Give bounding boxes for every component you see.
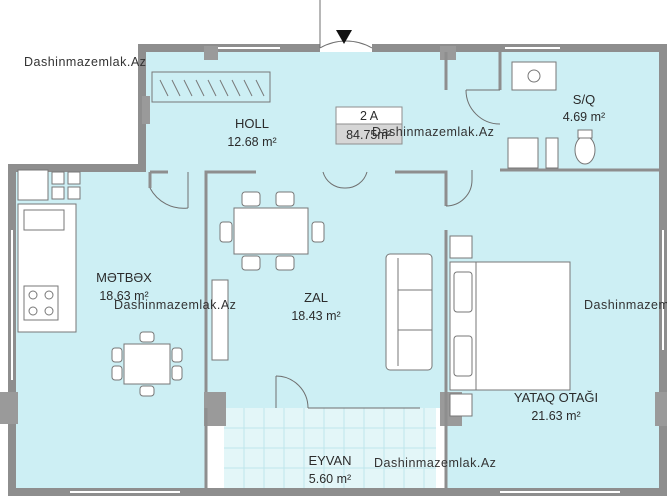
dining-table-icon: [233, 207, 309, 255]
room-area-eyvan: 5.60 m²: [309, 472, 351, 486]
stove-icon: [23, 285, 59, 321]
room-labels: HOLL 12.68 m² S/Q 4.69 m² MƏTBƏX 18.63 m…: [96, 92, 605, 486]
doors: [149, 0, 501, 409]
bedroom-fixtures: [449, 235, 571, 417]
apartment-total-area: 84.75m²: [346, 128, 392, 142]
nightstand-icon: [449, 393, 473, 417]
watermark-text: Dashinmazemlak.Az: [374, 456, 496, 470]
room-area-yataq: 21.63 m²: [531, 409, 580, 423]
windows: [11, 47, 664, 493]
wardrobe-icon: [151, 71, 271, 103]
room-area-holl: 12.68 m²: [227, 135, 276, 149]
washing-machine-icon: [507, 137, 539, 169]
sofa-icon: [385, 253, 433, 371]
watermark-text: Dashinmazemlak.Az: [584, 298, 667, 312]
entrance-arrow-icon: [336, 30, 352, 44]
toilet-icon: [574, 135, 596, 165]
apartment-badge: 2 A 84.75m²: [335, 106, 403, 145]
kitchen-table-icon: [123, 343, 171, 385]
balcony-tiles: [224, 408, 436, 488]
apartment-type: 2 A: [360, 109, 379, 123]
bathroom-fixtures: [507, 61, 596, 169]
room-area-zal: 18.43 m²: [291, 309, 340, 323]
room-name-zal: ZAL: [304, 290, 328, 305]
room-name-eyvan: EYVAN: [308, 453, 351, 468]
fridge-icon: [17, 169, 49, 201]
room-area-sq: 4.69 m²: [563, 110, 605, 124]
room-name-metbex: MƏTBƏX: [96, 270, 152, 285]
watermarks: Dashinmazemlak.Az Dashinmazemlak.Az Dash…: [24, 55, 667, 470]
room-name-sq: S/Q: [573, 92, 595, 107]
interior-walls: [148, 52, 659, 488]
room-name-yataq: YATAQ OTAĞI: [514, 390, 598, 405]
room-area-metbex: 18.63 m²: [99, 289, 148, 303]
kitchen-fixtures: [17, 169, 183, 397]
living-fixtures: [211, 191, 433, 371]
watermark-text: Dashinmazemlak.Az: [372, 125, 494, 139]
watermark-text: Dashinmazemlak.Az: [114, 298, 236, 312]
watermark-text: Dashinmazemlak.Az: [24, 55, 146, 69]
sink-icon: [23, 209, 65, 231]
room-name-holl: HOLL: [235, 116, 269, 131]
tv-stand-icon: [211, 279, 229, 361]
nightstand-icon: [449, 235, 473, 259]
